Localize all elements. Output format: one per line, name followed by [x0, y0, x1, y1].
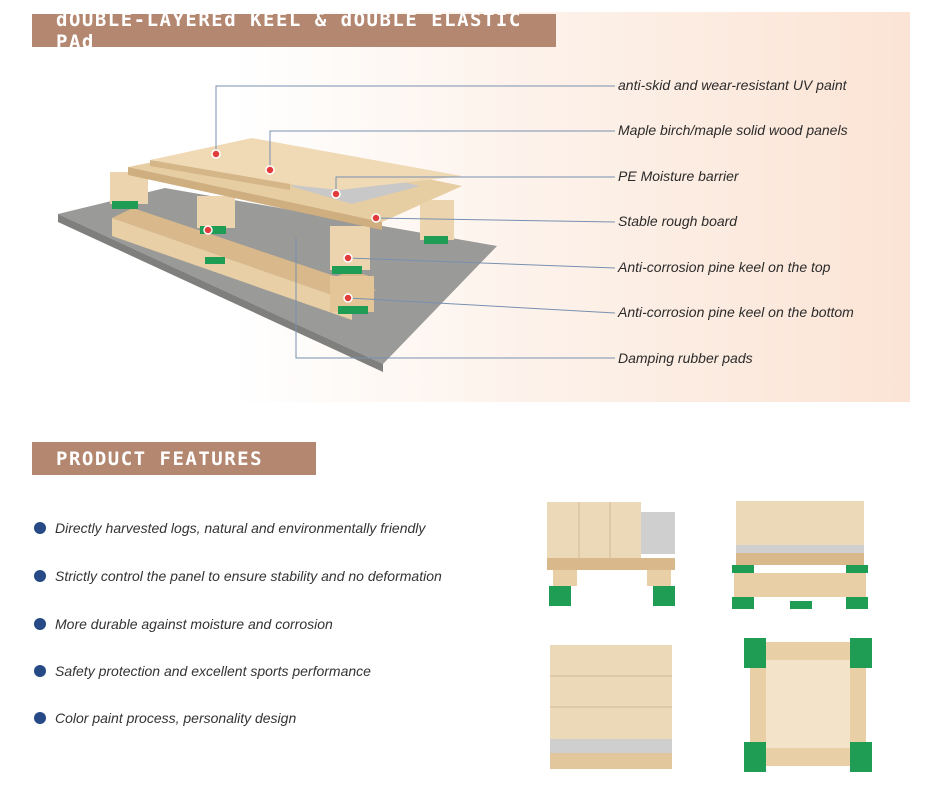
label-moisture-barrier: PE Moisture barrier: [618, 168, 739, 184]
product-photo-keel-frame: [744, 638, 872, 772]
feature-item: Color paint process, personality design: [34, 710, 296, 726]
feature-item: More durable against moisture and corros…: [34, 616, 333, 632]
product-photo-angle-front: [547, 502, 675, 606]
top-keel: [197, 196, 235, 228]
feature-text: Safety protection and excellent sports p…: [55, 663, 371, 679]
rubber-pad: [205, 257, 225, 264]
rubber-pad: [112, 201, 138, 209]
rubber-pad: [332, 266, 362, 274]
top-keel: [420, 200, 454, 240]
label-uv-paint: anti-skid and wear-resistant UV paint: [618, 77, 847, 93]
structure-title-banner: dOUBLE-LAYEREd KEEL & dOUBLE ELASTIC PAd: [32, 9, 556, 53]
top-keel: [330, 226, 370, 270]
label-rough-board: Stable rough board: [618, 213, 738, 229]
rubber-pad: [338, 306, 368, 314]
label-wood-panels: Maple birch/maple solid wood panels: [618, 122, 848, 138]
rubber-pad: [200, 226, 226, 234]
bottom-keel: [112, 208, 376, 302]
bullet-dot-icon: [34, 522, 46, 534]
feature-text: More durable against moisture and corros…: [55, 616, 333, 632]
feature-item: Strictly control the panel to ensure sta…: [34, 568, 442, 584]
feature-item: Directly harvested logs, natural and env…: [34, 520, 425, 536]
label-top-keel: Anti-corrosion pine keel on the top: [618, 259, 831, 275]
feature-text: Color paint process, personality design: [55, 710, 297, 726]
floor-structure-diagram: [58, 85, 616, 372]
bullet-dot-icon: [34, 665, 46, 677]
feature-text: Strictly control the panel to ensure sta…: [55, 568, 442, 584]
bullet-dot-icon: [34, 618, 46, 630]
features-title-banner: PRODUCT FEATURES: [32, 442, 316, 475]
bullet-dot-icon: [34, 570, 46, 582]
feature-text: Directly harvested logs, natural and env…: [55, 520, 426, 536]
feature-item: Safety protection and excellent sports p…: [34, 663, 371, 679]
rubber-pad: [424, 236, 448, 244]
product-photo-top-panels: [550, 645, 672, 769]
label-rubber-pads: Damping rubber pads: [618, 350, 753, 366]
product-photo-angle-side: [732, 501, 868, 609]
label-bottom-keel: Anti-corrosion pine keel on the bottom: [618, 304, 854, 320]
bullet-dot-icon: [34, 712, 46, 724]
